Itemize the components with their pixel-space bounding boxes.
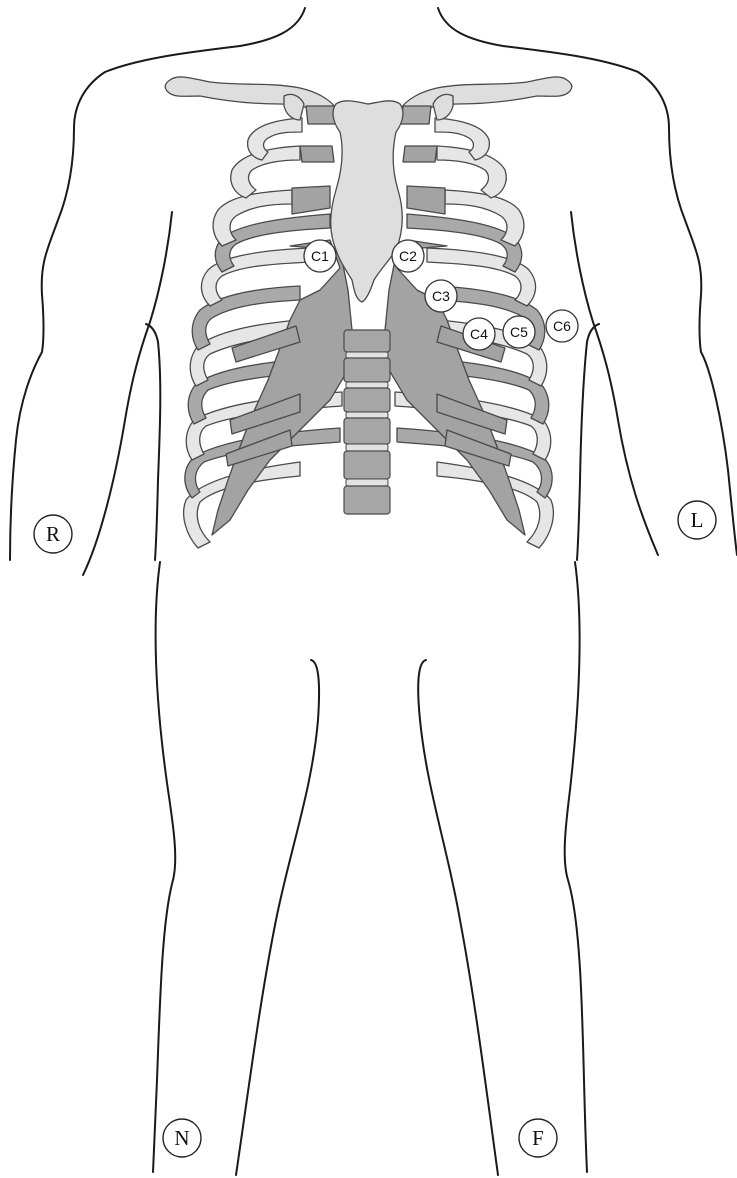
electrode-c1-label: C1 (311, 248, 329, 264)
electrode-f[interactable]: F (519, 1119, 557, 1157)
electrode-c5-label: C5 (510, 324, 528, 340)
electrode-c5[interactable]: C5 (503, 316, 535, 348)
electrode-c4-label: C4 (470, 326, 488, 342)
electrode-r-label: R (46, 522, 60, 546)
electrode-c4[interactable]: C4 (463, 318, 495, 350)
electrode-c6-label: C6 (553, 318, 571, 334)
electrode-l-label: L (691, 508, 704, 532)
electrode-c2[interactable]: C2 (392, 240, 424, 272)
electrode-c2-label: C2 (399, 248, 417, 264)
electrode-r[interactable]: R (34, 515, 72, 553)
electrode-l[interactable]: L (678, 501, 716, 539)
electrode-c3[interactable]: C3 (425, 280, 457, 312)
electrode-c1[interactable]: C1 (304, 240, 336, 272)
electrode-n[interactable]: N (163, 1119, 201, 1157)
electrode-f-label: F (532, 1126, 544, 1150)
electrode-n-label: N (174, 1126, 189, 1150)
electrode-c6[interactable]: C6 (546, 310, 578, 342)
electrode-c3-label: C3 (432, 288, 450, 304)
